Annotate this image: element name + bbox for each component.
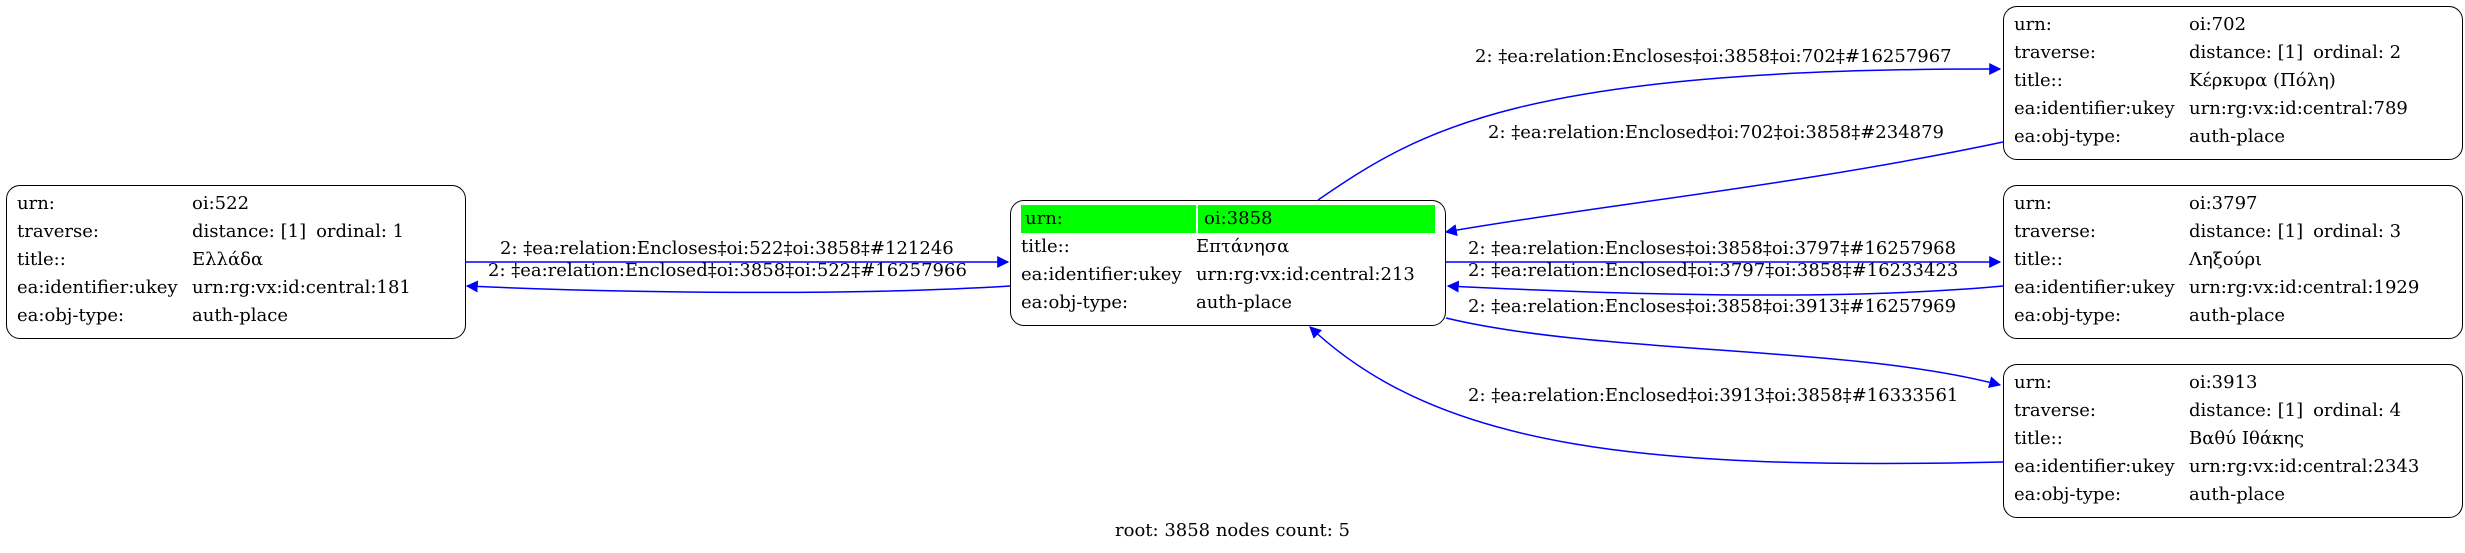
traverse-key: traverse:	[17, 221, 99, 242]
urn-value: oi:3913	[2189, 372, 2258, 393]
urn-value: oi:522	[192, 193, 250, 214]
traverse-key: traverse:	[2014, 42, 2096, 63]
traverse-key: traverse:	[2014, 400, 2096, 421]
type-key: ea:obj-type:	[2014, 126, 2122, 147]
node-oi-3797[interactable]: urn: oi:3797 traverse: distance: [1] ordina…	[2003, 185, 2463, 339]
node-oi-3858-root[interactable]: urn: oi:3858 title::Επτάνησα ea:identifie…	[1010, 200, 1446, 326]
title-key: title::	[1021, 236, 1070, 257]
distance-value: distance: [1]	[192, 221, 307, 242]
ukey-value: urn:rg:vx:id:central:213	[1196, 264, 1415, 285]
ukey-value: urn:rg:vx:id:central:789	[2189, 98, 2408, 119]
edge-label-encloses-3858-3797: 2: ‡ea:relation:Encloses‡oi:3858‡oi:3797…	[1468, 238, 1957, 259]
edge-enclosed-3858-522	[465, 280, 1011, 294]
ukey-key: ea:identifier:ukey	[1021, 264, 1182, 285]
urn-key: urn:	[1021, 205, 1198, 233]
title-key: title::	[2014, 249, 2063, 270]
title-value: Ληξούρι	[2189, 249, 2263, 270]
type-key: ea:obj-type:	[2014, 305, 2122, 326]
edge-enclosed-702-3858	[1444, 141, 2004, 237]
ukey-key: ea:identifier:ukey	[2014, 98, 2175, 119]
node-oi-702[interactable]: urn: oi:702 traverse: distance: [1] ordinal…	[2003, 6, 2463, 160]
edge-label-encloses-522-3858: 2: ‡ea:relation:Encloses‡oi:522‡oi:3858‡…	[500, 238, 954, 259]
type-key: ea:obj-type:	[2014, 484, 2122, 505]
ordinal-value: ordinal: 1	[316, 221, 405, 242]
urn-key: urn:	[2014, 193, 2052, 214]
edge-label-enclosed-702-3858: 2: ‡ea:relation:Enclosed‡oi:702‡oi:3858‡…	[1488, 122, 1945, 143]
urn-value: oi:3858	[1204, 208, 1273, 229]
title-value: Κέρκυρα (Πόλη)	[2189, 70, 2336, 91]
edge-label-enclosed-3797-3858: 2: ‡ea:relation:Enclosed‡oi:3797‡oi:3858…	[1468, 260, 1959, 281]
urn-key: urn:	[17, 193, 55, 214]
ordinal-value: ordinal: 3	[2313, 221, 2402, 242]
edge-encloses-3858-702	[1317, 62, 2002, 201]
edge-label-enclosed-3858-522: 2: ‡ea:relation:Enclosed‡oi:3858‡oi:522‡…	[488, 260, 967, 281]
title-key: title::	[17, 249, 66, 270]
type-key: ea:obj-type:	[1021, 292, 1129, 313]
title-value: Ελλάδα	[192, 249, 264, 270]
title-key: title::	[2014, 70, 2063, 91]
graph-footer: root: 3858 nodes count: 5	[1115, 520, 1350, 541]
ordinal-value: ordinal: 4	[2313, 400, 2402, 421]
title-value: Βαθύ Ιθάκης	[2189, 428, 2305, 449]
type-key: ea:obj-type:	[17, 305, 125, 326]
node-oi-522[interactable]: urn: oi:522 traverse: distance: [1] ordinal…	[6, 185, 466, 339]
urn-key: urn:	[2014, 14, 2052, 35]
distance-value: distance: [1]	[2189, 400, 2304, 421]
ukey-key: ea:identifier:ukey	[17, 277, 178, 298]
edge-label-encloses-3858-702: 2: ‡ea:relation:Encloses‡oi:3858‡oi:702‡…	[1475, 46, 1952, 67]
type-value: auth-place	[2189, 126, 2285, 147]
type-value: auth-place	[192, 305, 288, 326]
ukey-key: ea:identifier:ukey	[2014, 456, 2175, 477]
urn-value: oi:3797	[2189, 193, 2258, 214]
edge-label-encloses-3858-3913: 2: ‡ea:relation:Encloses‡oi:3858‡oi:3913…	[1468, 296, 1957, 317]
title-key: title::	[2014, 428, 2063, 449]
type-value: auth-place	[2189, 484, 2285, 505]
ukey-key: ea:identifier:ukey	[2014, 277, 2175, 298]
distance-value: distance: [1]	[2189, 221, 2304, 242]
node-oi-3913[interactable]: urn: oi:3913 traverse: distance: [1] ordina…	[2003, 364, 2463, 518]
ordinal-value: ordinal: 2	[2313, 42, 2402, 63]
title-value: Επτάνησα	[1196, 236, 1290, 257]
edge-enclosed-3913-3858	[1309, 326, 2004, 465]
urn-key: urn:	[2014, 372, 2052, 393]
edge-label-enclosed-3913-3858: 2: ‡ea:relation:Enclosed‡oi:3913‡oi:3858…	[1468, 385, 1959, 406]
edge-encloses-3858-3913	[1445, 317, 2002, 389]
urn-value: oi:702	[2189, 14, 2247, 35]
ukey-value: urn:rg:vx:id:central:181	[192, 277, 411, 298]
distance-value: distance: [1]	[2189, 42, 2304, 63]
root-highlight-row: urn: oi:3858	[1021, 205, 1435, 233]
edge-enclosed-3797-3858	[1446, 280, 2004, 296]
type-value: auth-place	[1196, 292, 1292, 313]
type-value: auth-place	[2189, 305, 2285, 326]
traverse-key: traverse:	[2014, 221, 2096, 242]
ukey-value: urn:rg:vx:id:central:1929	[2189, 277, 2420, 298]
ukey-value: urn:rg:vx:id:central:2343	[2189, 456, 2420, 477]
